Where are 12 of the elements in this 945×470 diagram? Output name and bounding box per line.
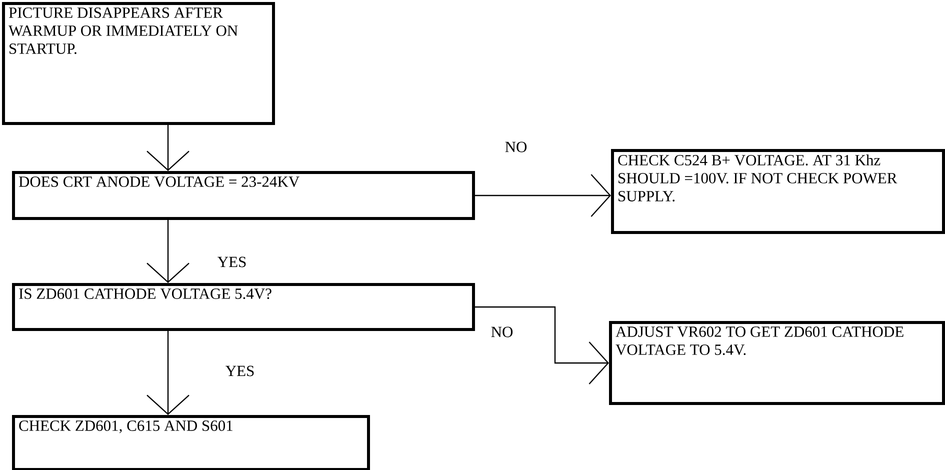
process-box: PICTURE DISAPPEARS AFTER WARMUP OR IMMEDIATELY ON STARTUP. (2, 2, 275, 125)
process-box: CHECK ZD601, C615 AND S601 (12, 415, 370, 470)
edge-label: YES (216, 256, 248, 268)
edge-label: NO (504, 140, 528, 154)
process-box: ADJUST VR602 TO GET ZD601 CATHODE VOLTAGE TO 5.4V. (609, 321, 945, 405)
arrow (475, 306, 609, 384)
arrow (475, 174, 611, 217)
edge-label: YES (224, 364, 256, 378)
process-box: DOES CRT ANODE VOLTAGE = 23-24KV (12, 171, 475, 220)
process-box: CHECK C524 B+ VOLTAGE. AT 31 Khz SHOULD =100V. IF NOT CHECK POWER SUPPLY. (611, 149, 945, 234)
edge-label: NO (490, 326, 514, 338)
process-box: IS ZD601 CATHODE VOLTAGE 5.4V? (12, 283, 475, 331)
